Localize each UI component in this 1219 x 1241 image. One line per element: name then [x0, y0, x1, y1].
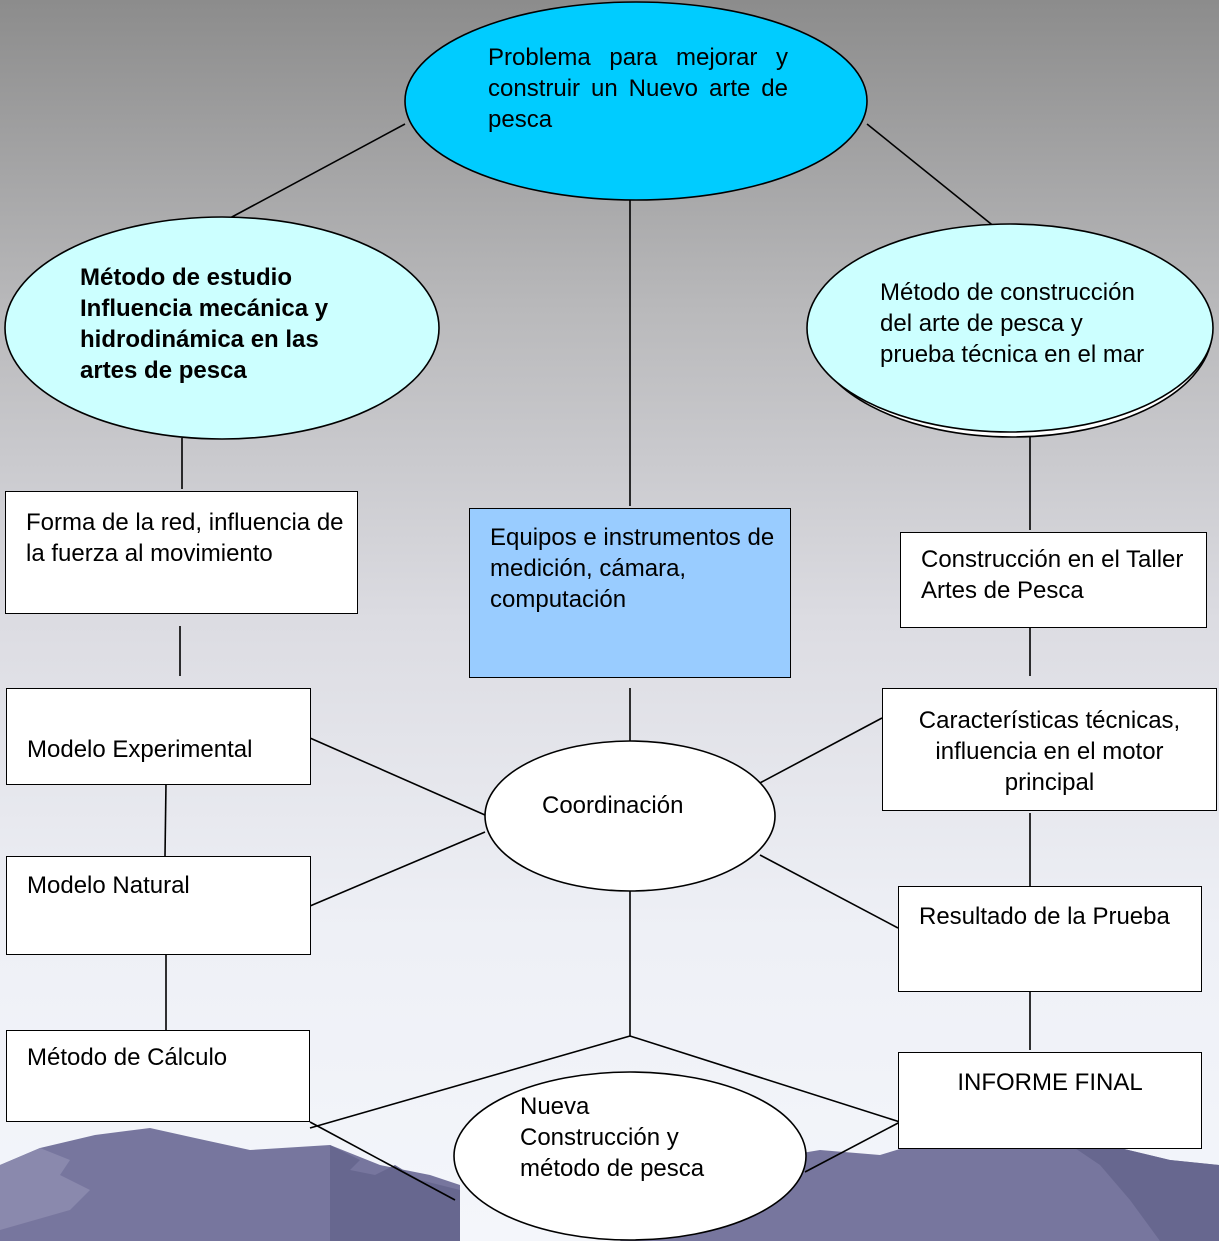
net-shape-text: Forma de la red, influencia de la fuerza… [26, 509, 344, 567]
new-construction-ellipse [453, 1071, 807, 1241]
coordination-text: Coordinación [542, 792, 684, 819]
new-construction-text: Nueva Construcción y método de pesca [520, 1093, 705, 1182]
experimental-model-text: Modelo Experimental [27, 736, 253, 763]
natural-model-text: Modelo Natural [27, 872, 190, 899]
left-method-text: Método de estudio Influencia mecánica y … [80, 264, 329, 384]
right-method-text: Método de construcción del arte de pesca… [880, 279, 1145, 368]
test-result-text: Resultado de la Prueba [919, 903, 1170, 930]
right-method-ellipse [806, 223, 1214, 433]
net-shape-box: Forma de la red, influencia de la fuerza… [5, 491, 358, 614]
workshop-box: Construcción en el Taller Artes de Pesca [900, 532, 1207, 628]
top-node-ellipse [404, 1, 868, 201]
final-report-text: INFORME FINAL [957, 1069, 1143, 1096]
technical-features-box: Características técnicas, influencia en … [882, 688, 1217, 811]
equipment-box: Equipos e instrumentos de medición, cáma… [469, 508, 791, 678]
calc-method-box: Método de Cálculo [6, 1030, 310, 1122]
workshop-text: Construcción en el Taller Artes de Pesca [921, 546, 1184, 604]
experimental-model-box: Modelo Experimental [6, 688, 311, 785]
natural-model-box: Modelo Natural [6, 856, 311, 955]
final-report-box: INFORME FINAL [898, 1052, 1202, 1149]
coordination-ellipse [484, 740, 776, 892]
technical-features-text: Características técnicas, influencia en … [918, 707, 1181, 796]
calc-method-text: Método de Cálculo [27, 1044, 228, 1071]
equipment-text: Equipos e instrumentos de medición, cáma… [490, 524, 775, 613]
test-result-box: Resultado de la Prueba [898, 886, 1202, 992]
top-node-text: Problema para mejorar y construir un Nue… [488, 44, 788, 133]
connector-lines [164, 123, 1031, 1201]
left-method-ellipse [4, 216, 440, 440]
